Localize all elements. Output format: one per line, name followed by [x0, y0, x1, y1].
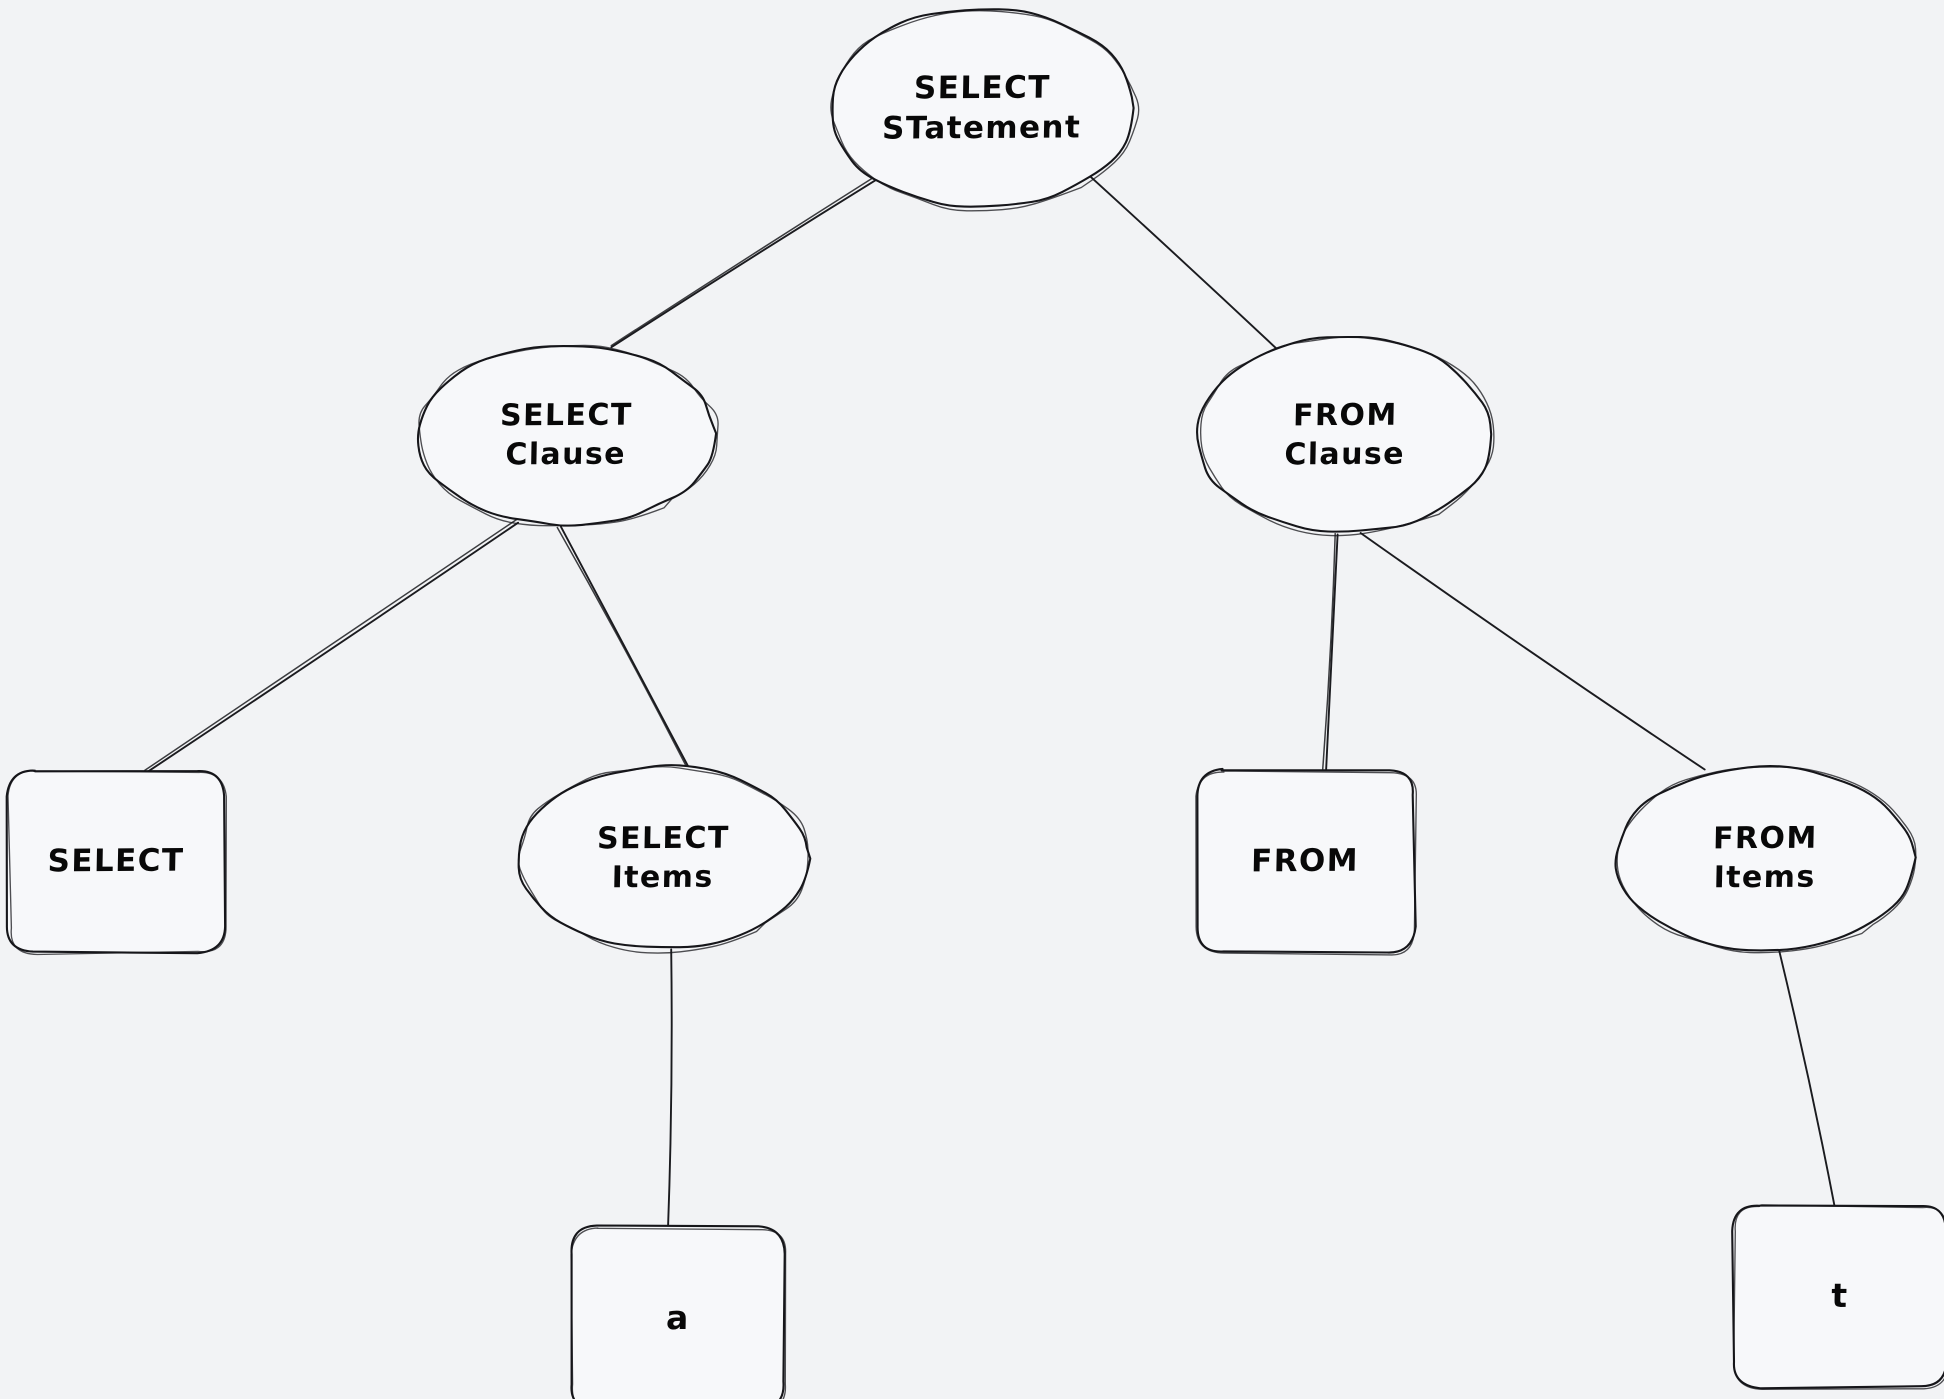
edge-select-clause-select-ghost-stroke: [144, 518, 518, 772]
node-shape-select-clause-ghost-stroke: [418, 344, 719, 527]
node-shape-select-terminal-ghost-stroke: [7, 769, 227, 956]
node-shape-from-clause[interactable]: [1196, 335, 1493, 533]
edge-statement-select-clause: [610, 177, 880, 349]
nodes-layer: [5, 8, 1944, 1399]
node-shape-from-terminal[interactable]: [1196, 767, 1417, 954]
edge-select-items-a: [667, 948, 673, 1230]
edge-from-clause-items: [1359, 532, 1706, 771]
node-shape-from-item-t-ghost-stroke: [1733, 1204, 1944, 1390]
edge-statement-from-clause: [1089, 175, 1278, 350]
edge-select-clause-items: [559, 525, 691, 770]
node-shape-from-items[interactable]: [1614, 765, 1917, 952]
edge-from-clause-from: [1325, 533, 1339, 772]
edge-statement-select-clause-ghost-stroke: [610, 174, 879, 347]
edge-from-clause-from-ghost-stroke: [1321, 532, 1336, 771]
node-shape-select-items-ghost-stroke: [517, 766, 809, 954]
node-shape-select-terminal[interactable]: [5, 769, 227, 955]
node-shape-from-terminal-ghost-stroke: [1195, 770, 1417, 956]
edges-layer: [144, 174, 1836, 1230]
edge-select-clause-select: [146, 521, 520, 774]
node-shape-select-statement-ghost-stroke: [830, 10, 1140, 212]
node-shape-from-clause-ghost-stroke: [1199, 336, 1495, 537]
edge-from-items-t: [1778, 948, 1836, 1209]
node-shape-from-item-t[interactable]: [1731, 1204, 1944, 1390]
node-shape-select-item-a[interactable]: [570, 1224, 786, 1399]
node-shape-from-items-ghost-stroke: [1616, 766, 1917, 954]
node-shape-select-statement[interactable]: [831, 8, 1135, 208]
edge-select-clause-items-ghost-stroke: [556, 526, 689, 771]
node-shape-select-item-a-ghost-stroke: [570, 1227, 787, 1399]
